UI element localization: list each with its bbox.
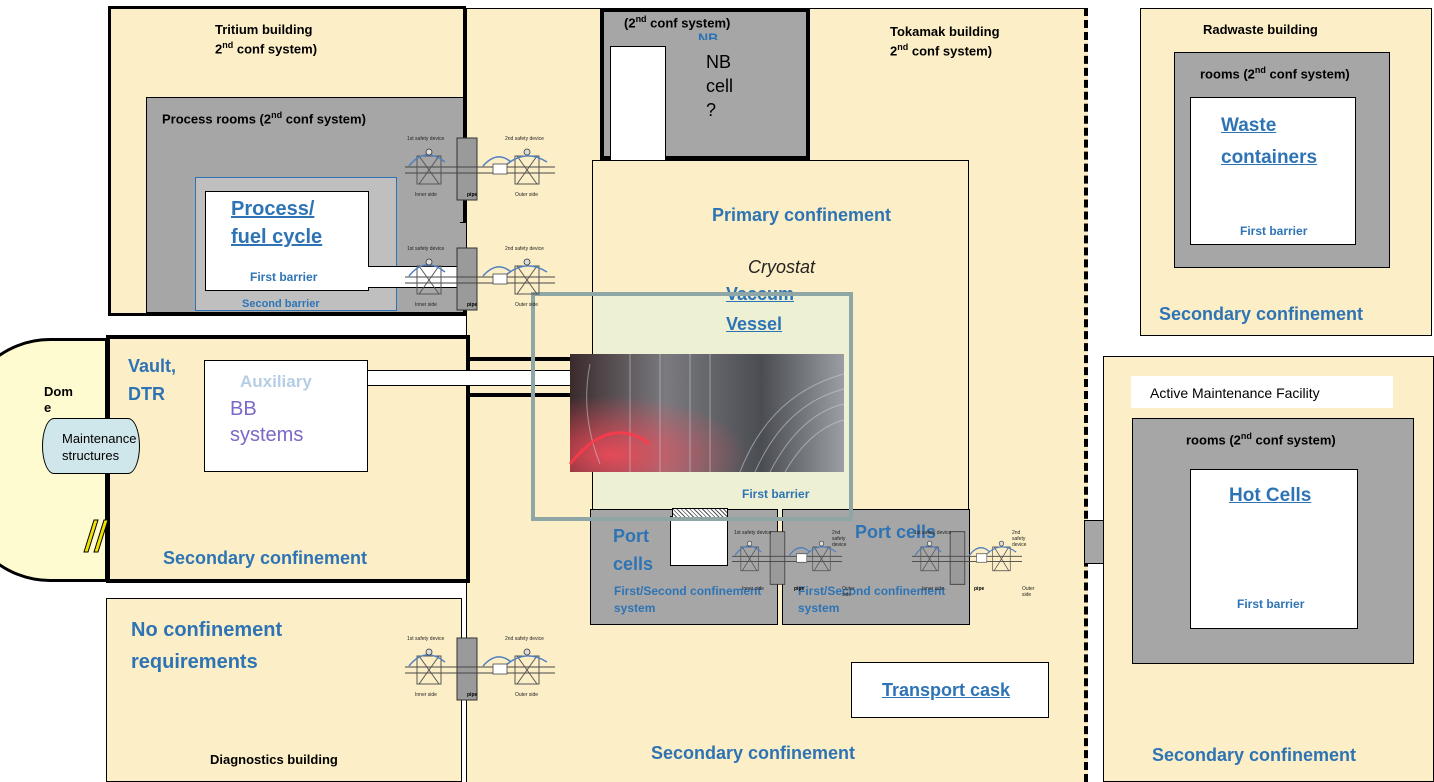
radwaste-first-barrier: First barrier	[1240, 224, 1307, 238]
dome-label: Dom e	[44, 384, 73, 416]
radwaste-rooms-label: rooms (2nd conf system)	[1200, 65, 1350, 81]
nb-cell-label: NB cell ?	[706, 50, 733, 122]
maintenance-structures-label: Maintenance structures	[62, 430, 136, 464]
valve-outer-label: Outer side	[515, 692, 538, 698]
vault-dtr-label: Vault, DTR	[128, 352, 176, 408]
valve-first-device-label: 1st safety device	[407, 246, 444, 252]
valve-outer-label: Outer side	[1022, 586, 1035, 598]
valve-second-device-label: 2nd safety device	[1012, 530, 1026, 548]
hot-cells-label[interactable]: Hot Cells	[1229, 485, 1311, 507]
valve-pipe-label: pipe	[467, 302, 477, 308]
valve-second-device-label: 2nd safety device	[832, 530, 846, 548]
tokamak-amf-connector	[1084, 520, 1104, 564]
valve-outer-label: Outer side	[842, 586, 855, 598]
valve-pipe-label: pipe	[974, 586, 984, 592]
amf-secondary-label: Secondary confinement	[1152, 745, 1356, 766]
diagnostics-building-title: Diagnostics building	[210, 752, 338, 767]
valve-second-device-label: 2nd safety device	[505, 246, 544, 252]
valve-inner-label: Inner side	[742, 586, 764, 592]
process-fuel-cycle-label[interactable]: Process/ fuel cycle	[231, 195, 322, 251]
valve-inner-label: Inner side	[415, 302, 437, 308]
no-confinement-label: No confinement requirements	[131, 614, 282, 678]
valve-outer-label: Outer side	[515, 302, 538, 308]
bb-systems-label: BB systems	[230, 396, 303, 448]
valve-port-left: 1st safety device 2nd safety device Inne…	[732, 530, 842, 586]
valve-pipe-label: pipe	[467, 192, 477, 198]
waste-containers-label[interactable]: Waste containers	[1221, 110, 1317, 174]
valve-inner-label: Inner side	[922, 586, 944, 592]
valve-pipe-label: pipe	[467, 692, 477, 698]
valve-first-device-label: 1st safety device	[407, 136, 444, 142]
radwaste-secondary-label: Secondary confinement	[1159, 304, 1363, 325]
valve-second-device-label: 2nd safety device	[505, 136, 544, 142]
valve-port-right: 1st safety device 2nd safety device Inne…	[912, 530, 1022, 586]
valve-tritium-bottom: 1st safety device 2nd safety device Inne…	[405, 246, 555, 312]
process-rooms-label: Process rooms (2nd conf system)	[162, 110, 366, 126]
valve-outer-label: Outer side	[515, 192, 538, 198]
second-barrier-label: Second barrier	[242, 298, 320, 310]
amf-title: Active Maintenance Facility	[1150, 385, 1320, 401]
port-cells-left-label: Port cells	[613, 522, 653, 578]
nb-room-title: (2nd conf system)	[624, 14, 730, 30]
cryostat-frame	[531, 292, 853, 521]
vault-secondary-label: Secondary confinement	[163, 548, 367, 569]
valve-tritium-top: 1st safety device 2nd safety device Inne…	[405, 136, 555, 202]
dome-door-icon	[80, 508, 110, 558]
amf-first-barrier: First barrier	[1237, 597, 1304, 611]
port-left-sub: First/Second confinement system	[614, 583, 761, 617]
tokamak-secondary-label: Secondary confinement	[651, 743, 855, 764]
auxiliary-hidden-label: Auxiliary	[240, 372, 312, 392]
valve-second-device-label: 2nd safety device	[505, 636, 544, 642]
tritium-building-title: Tritium building 2nd conf system)	[215, 22, 317, 56]
primary-confinement-label: Primary confinement	[712, 205, 891, 226]
tokamak-building-title: Tokamak building 2nd conf system)	[890, 24, 1000, 58]
valve-first-device-label: 1st safety device	[407, 636, 444, 642]
valve-inner-label: Inner side	[415, 692, 437, 698]
amf-rooms-label: rooms (2nd conf system)	[1186, 431, 1336, 447]
cryostat-label: Cryostat	[748, 257, 815, 278]
tokamak-dashed-wall	[1084, 8, 1088, 782]
transport-cask-label[interactable]: Transport cask	[882, 680, 1010, 701]
nb-white-panel	[610, 46, 666, 162]
process-first-barrier-label: First barrier	[250, 270, 317, 284]
valve-pipe-label: pipe	[794, 586, 804, 592]
port-plug	[670, 516, 728, 566]
valve-first-device-label: 1st safety device	[734, 530, 771, 536]
radwaste-title: Radwaste building	[1203, 22, 1318, 37]
valve-inner-label: Inner side	[415, 192, 437, 198]
valve-first-device-label: 1st safety device	[914, 530, 951, 536]
valve-diagnostics: 1st safety device 2nd safety device Inne…	[405, 636, 555, 702]
